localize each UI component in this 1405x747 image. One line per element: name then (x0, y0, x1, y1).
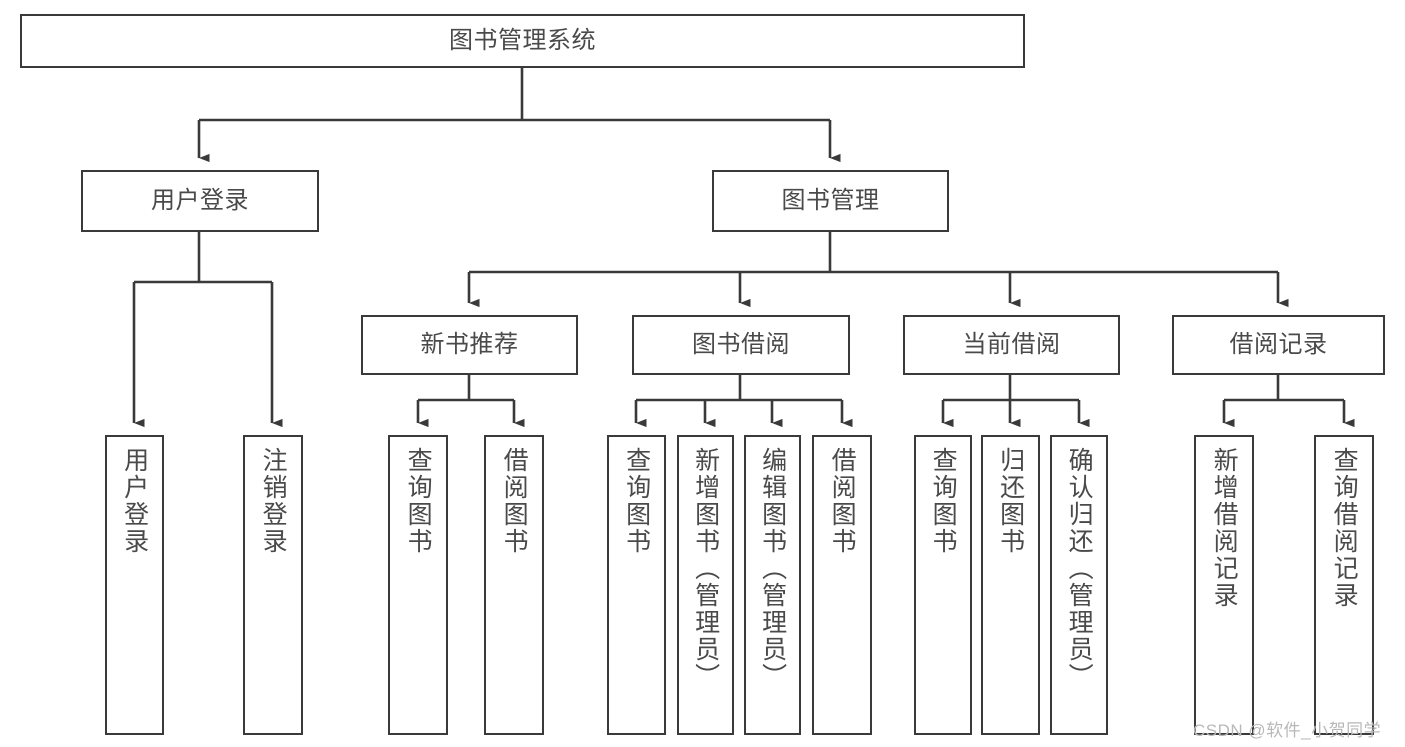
node-label: 用户登录 (151, 186, 249, 214)
node-book-borrow[interactable]: 图书借阅 (632, 315, 850, 375)
node-label: 图书管理 (781, 186, 880, 214)
node-book-management[interactable]: 图书管理 (712, 170, 949, 232)
node-label: 查询图书 (929, 447, 958, 555)
leaf-edit-book-admin[interactable]: 编辑图书（管理员） (744, 435, 801, 735)
node-user-login[interactable]: 用户登录 (81, 170, 319, 232)
node-current-borrow[interactable]: 当前借阅 (903, 315, 1120, 375)
csdn-watermark: CSDN @软件_小贺同学 (1193, 721, 1382, 740)
node-root-book-management-system[interactable]: 图书管理系统 (20, 14, 1025, 68)
node-label: 新增借阅记录 (1210, 447, 1239, 609)
node-label: 借阅记录 (1229, 330, 1328, 358)
leaf-return-book[interactable]: 归还图书 (981, 435, 1040, 735)
leaf-query-book-borrow[interactable]: 查询图书 (607, 435, 666, 735)
node-label: 新书推荐 (420, 330, 519, 358)
leaf-confirm-return-admin[interactable]: 确认归还（管理员） (1050, 435, 1108, 735)
node-label: 借阅图书 (500, 447, 529, 555)
node-label: 当前借阅 (962, 330, 1061, 358)
leaf-query-borrow-record[interactable]: 查询借阅记录 (1314, 435, 1374, 735)
node-label: 图书管理系统 (449, 26, 596, 54)
node-label: 注销登录 (259, 447, 288, 555)
leaf-borrow-book-recommend[interactable]: 借阅图书 (484, 435, 544, 735)
node-label: 用户登录 (120, 447, 149, 555)
leaf-logout-login[interactable]: 注销登录 (243, 435, 303, 735)
node-label: 借阅图书 (828, 447, 857, 555)
node-label: 图书借阅 (692, 330, 790, 358)
leaf-add-borrow-record[interactable]: 新增借阅记录 (1194, 435, 1254, 735)
node-label: 查询图书 (404, 447, 433, 555)
node-label: 查询借阅记录 (1330, 447, 1359, 609)
leaf-user-login[interactable]: 用户登录 (105, 435, 164, 735)
node-label: 新增图书（管理员） (691, 447, 720, 690)
leaf-query-book-current[interactable]: 查询图书 (914, 435, 972, 735)
leaf-query-book-recommend[interactable]: 查询图书 (388, 435, 448, 735)
node-label: 编辑图书（管理员） (758, 447, 787, 690)
node-label: 归还图书 (996, 447, 1025, 555)
node-label: 查询图书 (622, 447, 651, 555)
node-borrow-record[interactable]: 借阅记录 (1172, 315, 1385, 375)
leaf-borrow-book[interactable]: 借阅图书 (812, 435, 872, 735)
node-new-book-recommend[interactable]: 新书推荐 (361, 315, 578, 375)
leaf-add-book-admin[interactable]: 新增图书（管理员） (677, 435, 734, 735)
node-label: 确认归还（管理员） (1065, 447, 1094, 690)
